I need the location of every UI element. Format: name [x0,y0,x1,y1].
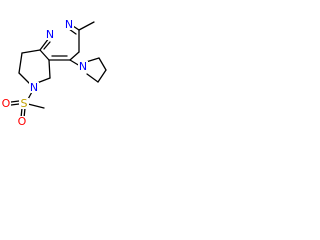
atom-bg-n-upper [45,29,55,40]
bond-s-o-left-b [10,100,20,103]
bond-s-o-left-a [10,103,20,106]
oxygen-atom-left: O [2,97,11,110]
bond-pyr-3 [97,69,107,83]
sulfur-atom: S [21,97,28,110]
bond-pyr-2 [98,57,107,71]
atom-bg-sulfur [19,98,29,109]
piperidine-nitrogen: N [30,81,38,94]
ring-nitrogen-upper: N [46,28,54,41]
pyrimidine-ring [39,23,80,61]
bond-n1-c4 [69,51,80,61]
methyl-bond [78,21,95,31]
bond-c8a-c8 [21,49,41,54]
bond-c8-c7 [18,52,23,74]
pyrrolidine-nitrogen: N [79,60,87,73]
atom-bg-n-pyrrolidine [78,61,88,72]
atom-bg-n-piperidine [29,82,39,93]
bond-c4a-c8a [39,49,50,61]
bond-n6-c5 [36,77,51,84]
bond-s-methyl [27,103,45,109]
bond-pyr-1 [85,57,100,63]
atom-bg-n-lower [64,19,74,30]
bond-pyr-4 [86,73,99,83]
atom-bg-oxygen-bottom [17,116,27,127]
oxygen-atom-bottom: O [18,115,27,128]
bond-c8a-n3-double [43,41,51,50]
atom-bg-oxygen-left [1,98,11,109]
chemical-structure-diagram: N N N N S O O [1,18,107,128]
ring-nitrogen-lower: N [65,18,73,31]
bond-c5-c4a [48,59,51,79]
